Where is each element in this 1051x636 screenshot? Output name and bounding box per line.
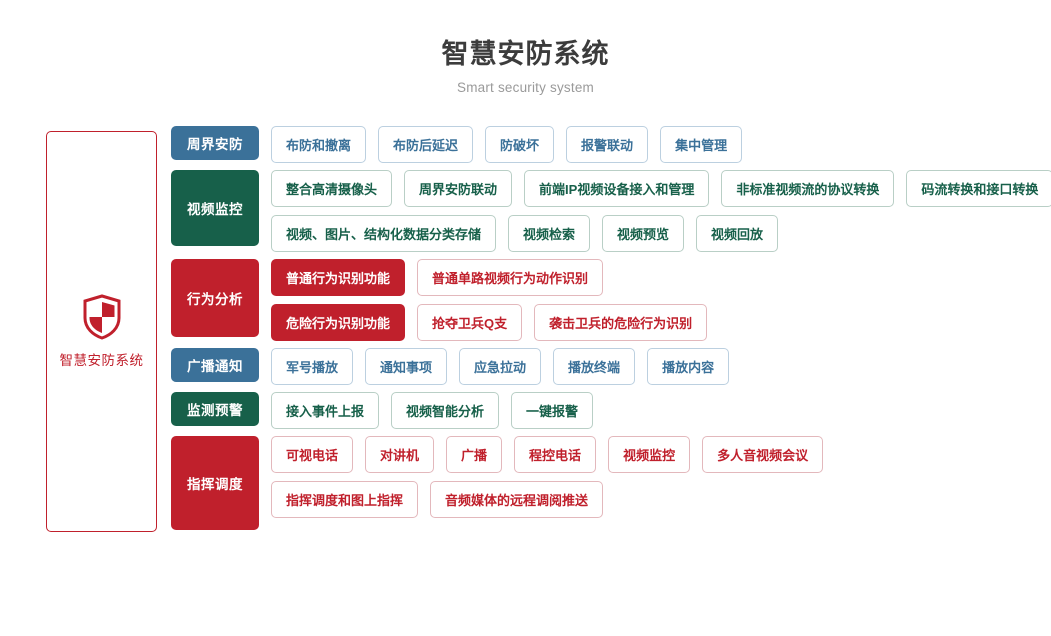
category-row: 广播通知军号播放通知事项应急拉动播放终端播放内容: [171, 348, 1051, 385]
category-items: 布防和撤离布防后延迟防破坏报警联动集中管理: [271, 126, 754, 163]
items-line: 危险行为识别功能抢夺卫兵Q支袭击卫兵的危险行为识别: [271, 304, 719, 341]
category-chip[interactable]: 指挥调度: [171, 436, 259, 530]
feature-item[interactable]: 一键报警: [511, 392, 594, 429]
category-row: 行为分析普通行为识别功能普通单路视频行为动作识别危险行为识别功能抢夺卫兵Q支袭击…: [171, 259, 1051, 341]
feature-item[interactable]: 防破坏: [485, 126, 555, 163]
category-chip[interactable]: 周界安防: [171, 126, 259, 160]
feature-item[interactable]: 集中管理: [660, 126, 743, 163]
category-row: 视频监控整合高清摄像头周界安防联动前端IP视频设备接入和管理非标准视频流的协议转…: [171, 170, 1051, 252]
feature-item[interactable]: 整合高清摄像头: [271, 170, 393, 207]
feature-item[interactable]: 广播: [446, 436, 503, 473]
feature-item[interactable]: 军号播放: [271, 348, 354, 385]
feature-item[interactable]: 袭击卫兵的危险行为识别: [534, 304, 708, 341]
feature-item[interactable]: 视频回放: [696, 215, 779, 252]
feature-item[interactable]: 抢夺卫兵Q支: [417, 304, 523, 341]
page-title: 智慧安防系统: [441, 39, 610, 69]
items-line: 布防和撤离布防后延迟防破坏报警联动集中管理: [271, 126, 754, 163]
category-chip[interactable]: 行为分析: [171, 259, 259, 337]
feature-item[interactable]: 危险行为识别功能: [271, 304, 406, 341]
category-chip[interactable]: 广播通知: [171, 348, 259, 382]
feature-item[interactable]: 普通单路视频行为动作识别: [417, 259, 604, 296]
feature-item[interactable]: 视频、图片、结构化数据分类存储: [271, 215, 497, 252]
feature-item[interactable]: 程控电话: [514, 436, 597, 473]
category-row: 指挥调度可视电话对讲机广播程控电话视频监控多人音视频会议指挥调度和图上指挥音频媒…: [171, 436, 1051, 530]
feature-item[interactable]: 报警联动: [566, 126, 649, 163]
page-header: 智慧安防系统 Smart security system: [0, 0, 1051, 95]
items-line: 整合高清摄像头周界安防联动前端IP视频设备接入和管理非标准视频流的协议转换码流转…: [271, 170, 1051, 207]
category-items: 整合高清摄像头周界安防联动前端IP视频设备接入和管理非标准视频流的协议转换码流转…: [271, 170, 1051, 252]
feature-item[interactable]: 视频检索: [508, 215, 591, 252]
feature-item[interactable]: 接入事件上报: [271, 392, 380, 429]
feature-item[interactable]: 码流转换和接口转换: [906, 170, 1051, 207]
feature-item[interactable]: 视频预览: [602, 215, 685, 252]
feature-item[interactable]: 视频智能分析: [391, 392, 500, 429]
category-row: 监测预警接入事件上报视频智能分析一键报警: [171, 392, 1051, 429]
feature-item[interactable]: 音频媒体的远程调阅推送: [430, 481, 604, 518]
items-line: 视频、图片、结构化数据分类存储视频检索视频预览视频回放: [271, 215, 1051, 252]
items-line: 可视电话对讲机广播程控电话视频监控多人音视频会议: [271, 436, 835, 473]
category-rows: 周界安防布防和撤离布防后延迟防破坏报警联动集中管理视频监控整合高清摄像头周界安防…: [171, 126, 1051, 537]
category-items: 普通行为识别功能普通单路视频行为动作识别危险行为识别功能抢夺卫兵Q支袭击卫兵的危…: [271, 259, 719, 341]
category-items: 可视电话对讲机广播程控电话视频监控多人音视频会议指挥调度和图上指挥音频媒体的远程…: [271, 436, 835, 518]
feature-item[interactable]: 普通行为识别功能: [271, 259, 406, 296]
items-line: 接入事件上报视频智能分析一键报警: [271, 392, 605, 429]
feature-item[interactable]: 周界安防联动: [404, 170, 513, 207]
feature-item[interactable]: 布防和撤离: [271, 126, 367, 163]
feature-item[interactable]: 前端IP视频设备接入和管理: [524, 170, 710, 207]
feature-item[interactable]: 应急拉动: [459, 348, 542, 385]
feature-item[interactable]: 播放内容: [647, 348, 730, 385]
items-line: 军号播放通知事项应急拉动播放终端播放内容: [271, 348, 741, 385]
root-node-panel[interactable]: 智慧安防系统: [46, 131, 157, 532]
feature-item[interactable]: 播放终端: [553, 348, 636, 385]
category-chip[interactable]: 视频监控: [171, 170, 259, 246]
feature-item[interactable]: 布防后延迟: [378, 126, 474, 163]
feature-item[interactable]: 多人音视频会议: [702, 436, 824, 473]
feature-item[interactable]: 非标准视频流的协议转换: [721, 170, 895, 207]
feature-item[interactable]: 视频监控: [608, 436, 691, 473]
feature-item[interactable]: 通知事项: [365, 348, 448, 385]
category-items: 军号播放通知事项应急拉动播放终端播放内容: [271, 348, 741, 385]
items-line: 普通行为识别功能普通单路视频行为动作识别: [271, 259, 719, 296]
category-items: 接入事件上报视频智能分析一键报警: [271, 392, 605, 429]
root-node-label: 智慧安防系统: [59, 353, 144, 368]
category-chip[interactable]: 监测预警: [171, 392, 259, 426]
items-line: 指挥调度和图上指挥音频媒体的远程调阅推送: [271, 481, 835, 518]
feature-item[interactable]: 可视电话: [271, 436, 354, 473]
shield-icon: [82, 294, 122, 340]
page-subtitle: Smart security system: [457, 80, 594, 96]
category-row: 周界安防布防和撤离布防后延迟防破坏报警联动集中管理: [171, 126, 1051, 163]
feature-item[interactable]: 指挥调度和图上指挥: [271, 481, 419, 518]
feature-item[interactable]: 对讲机: [365, 436, 435, 473]
